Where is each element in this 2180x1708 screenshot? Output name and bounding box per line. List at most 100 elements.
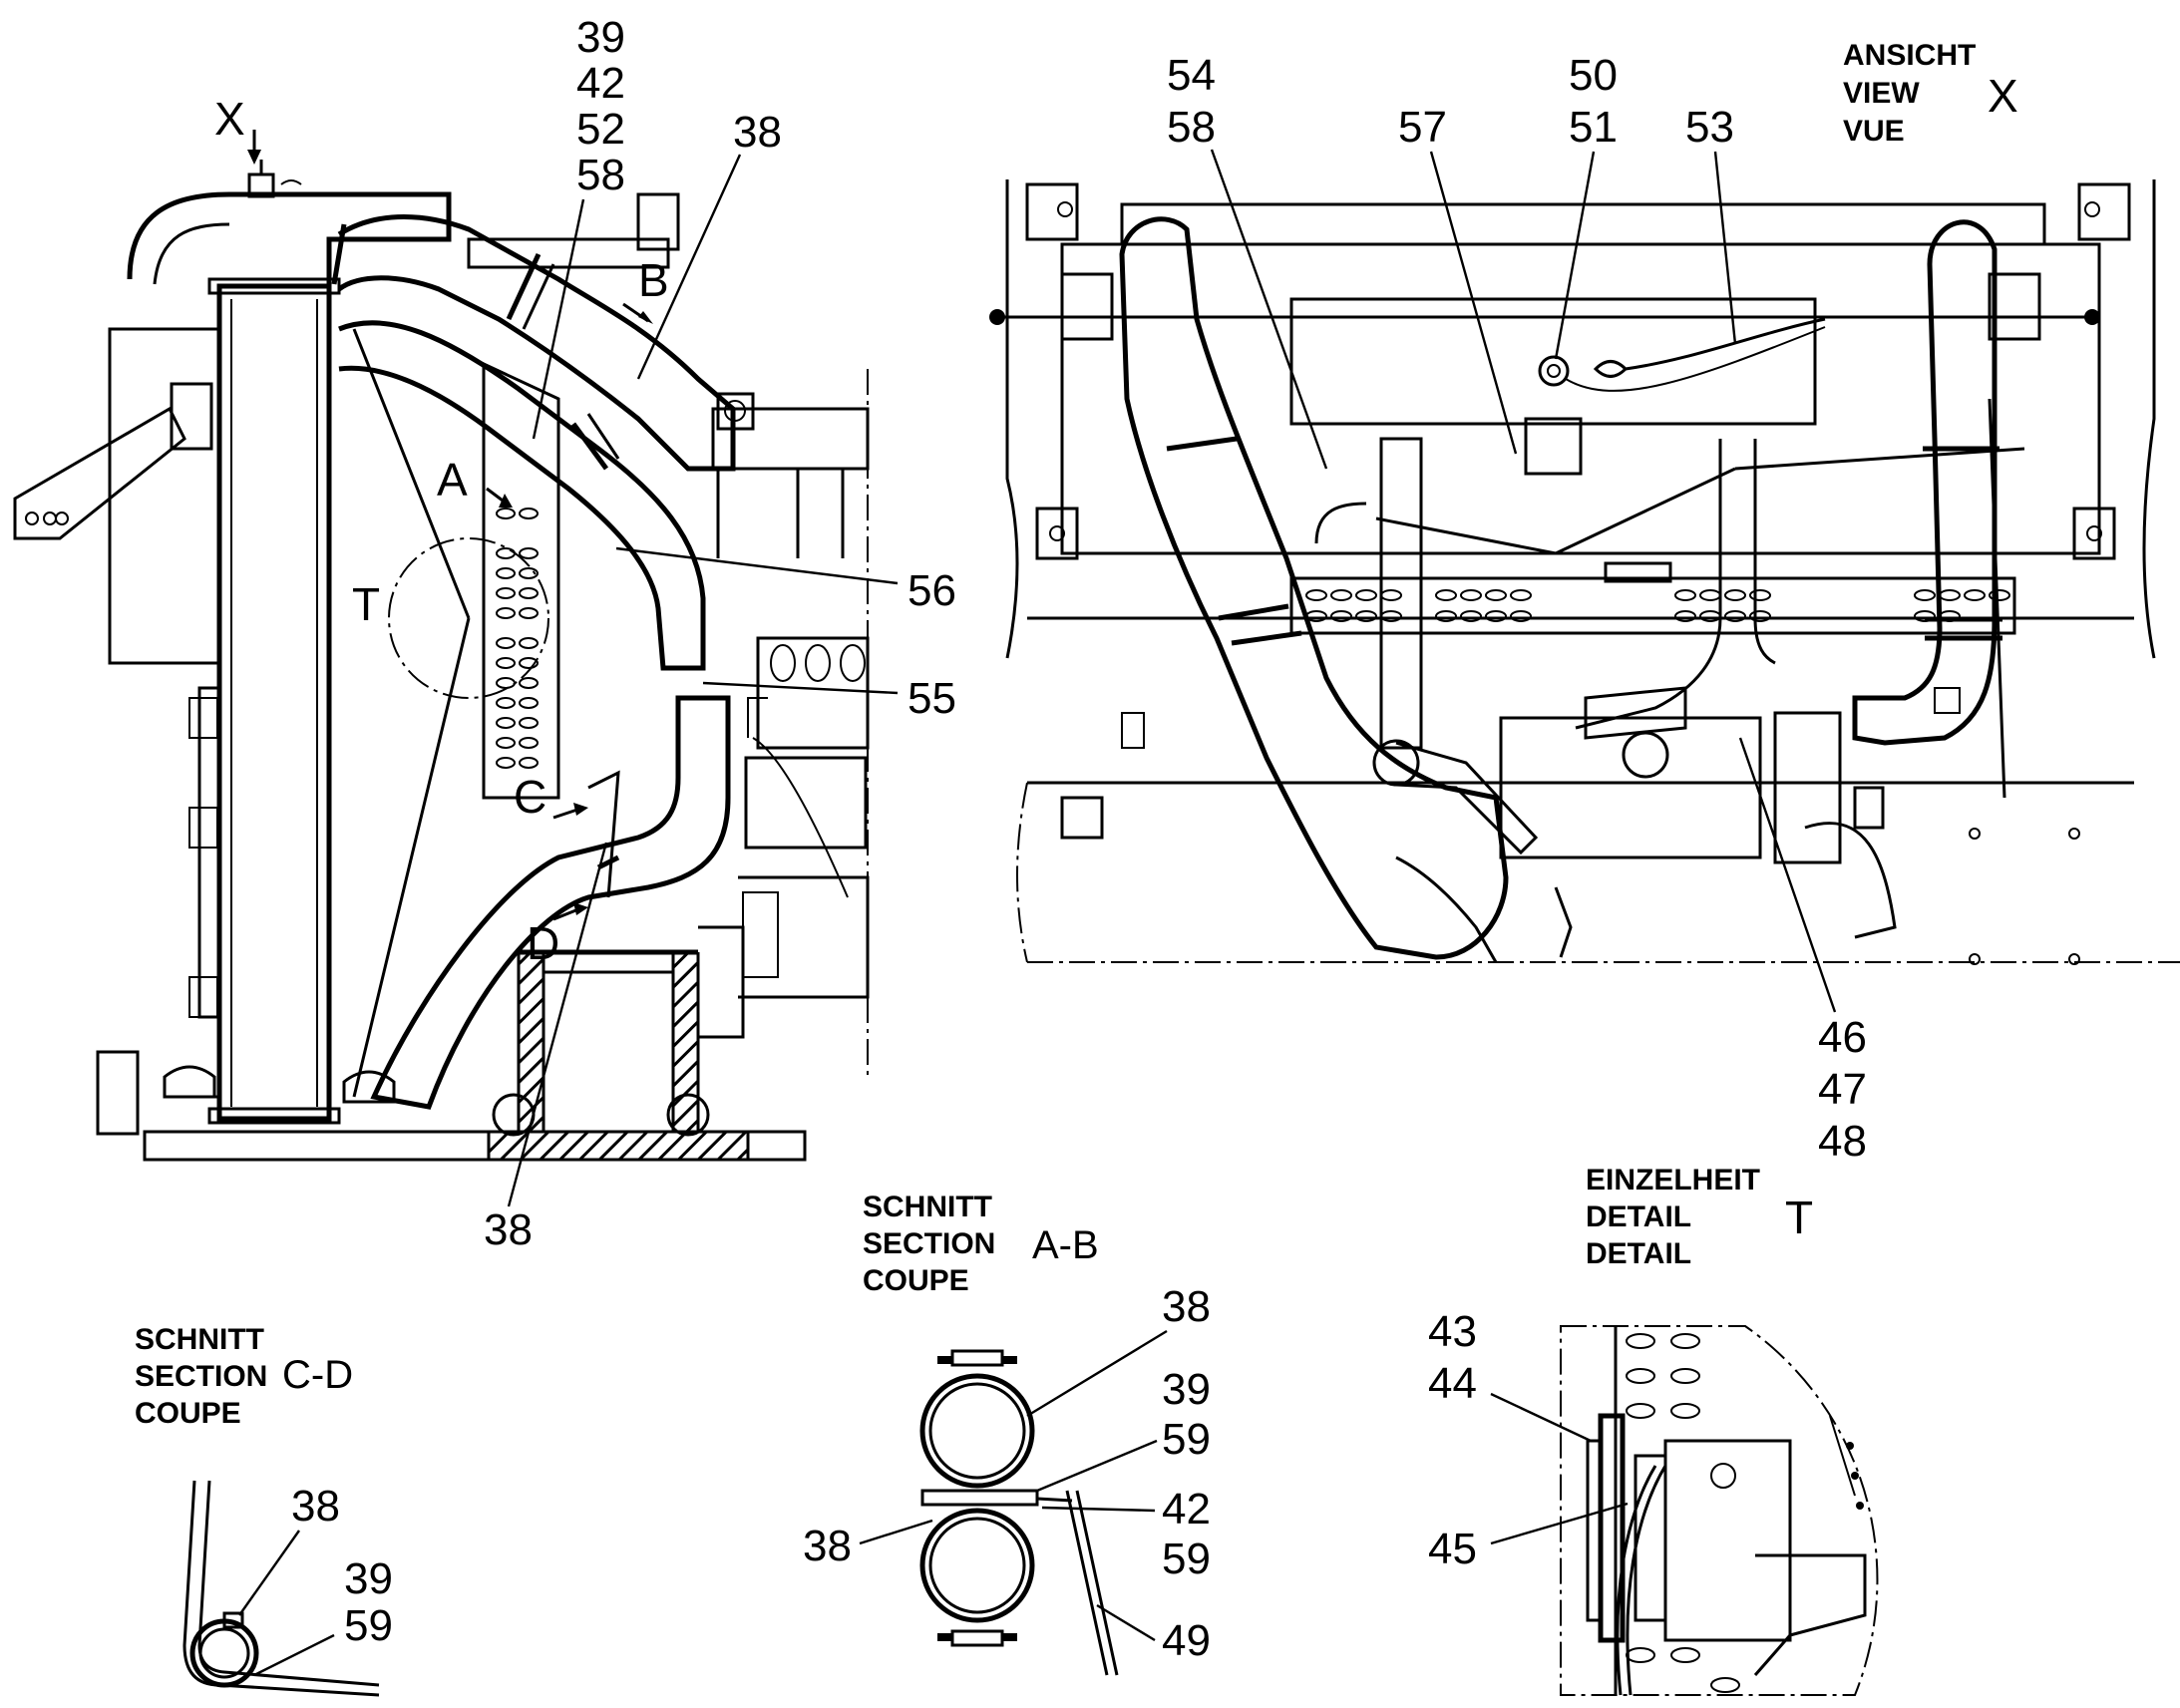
clamp-screw — [950, 1349, 1004, 1367]
center-column — [1379, 437, 1423, 750]
leader-57 — [1429, 151, 1518, 455]
leader-56 — [615, 546, 899, 585]
left-support-leg — [517, 952, 545, 1134]
fixing-point — [989, 309, 1005, 325]
cooler-plate — [482, 361, 560, 800]
section-ab-title-line1: SCHNITT — [863, 1191, 992, 1223]
callout-ab-49: 49 — [1162, 1616, 1211, 1665]
detail-t-circle — [388, 537, 549, 699]
section-ab-title-line2: SECTION — [863, 1227, 995, 1260]
callout-51: 51 — [1569, 103, 1618, 152]
view-x: ANSICHT VIEW VUE X 54 58 57 50 51 53 46 … — [989, 39, 2180, 1166]
leader-50-51 — [1554, 151, 1596, 360]
lower-coolant-hose — [370, 695, 731, 1110]
detail-t-title-line3: DETAIL — [1586, 1237, 1691, 1270]
ab-upper-hose — [919, 1373, 1035, 1489]
section-cd-code: C-D — [282, 1353, 353, 1397]
view-x-title-line2: VIEW — [1843, 77, 1920, 110]
callout-42: 42 — [576, 59, 625, 108]
leader-ab-49 — [1096, 1603, 1156, 1642]
section-cd: SCHNITT SECTION COUPE C-D 38 39 59 — [135, 1323, 393, 1697]
hose-clamp — [570, 422, 609, 471]
hose-clamp — [1218, 603, 1289, 621]
section-letter-b: B — [638, 254, 669, 306]
right-charge-air-pipe — [1852, 219, 1998, 746]
expansion-bottle — [1988, 272, 2041, 341]
view-x-letter: X — [214, 93, 245, 145]
section-letter-d: D — [527, 917, 559, 969]
callout-58: 58 — [576, 151, 625, 199]
hose-clamp — [506, 252, 542, 321]
callout-ab-38-top: 38 — [1162, 1282, 1211, 1331]
callout-56: 56 — [908, 566, 956, 615]
callout-52: 52 — [576, 105, 625, 154]
leader-ab-38-top — [1026, 1329, 1168, 1418]
section-ab-title-line3: COUPE — [863, 1264, 969, 1297]
hatched-base — [487, 1130, 750, 1162]
left-charge-air-pipe — [1119, 216, 1509, 960]
section-cd-title-line2: SECTION — [135, 1360, 267, 1393]
radiator-core — [216, 283, 332, 1122]
leader-55 — [702, 681, 899, 695]
callout-38-top: 38 — [733, 108, 782, 157]
callout-ab-39: 39 — [1162, 1365, 1211, 1414]
mount-foot — [666, 1093, 710, 1137]
section-letter-c: C — [514, 771, 546, 823]
ab-bracket — [920, 1489, 1039, 1507]
callout-t-44: 44 — [1428, 1359, 1477, 1408]
callout-t-43: 43 — [1428, 1307, 1477, 1356]
detail-t-boundary — [1560, 1325, 1879, 1696]
callout-38-bottom: 38 — [484, 1205, 533, 1254]
callout-58: 58 — [1167, 103, 1216, 152]
front-block — [96, 1050, 140, 1136]
leader-cd-38 — [238, 1530, 300, 1616]
ab-lower-hose — [919, 1508, 1035, 1623]
leader-t-43-44 — [1490, 1392, 1592, 1443]
expansion-bottle — [1060, 272, 1114, 341]
leader-39-42-52-58 — [532, 198, 585, 440]
slotted-bar — [1289, 576, 2016, 635]
view-x-title-letter: X — [1988, 70, 2018, 122]
callout-cd-38: 38 — [291, 1482, 340, 1531]
expansion-tank — [127, 191, 452, 289]
side-view: X A B C D T 39 42 52 58 38 56 55 38 — [13, 13, 956, 1254]
callout-54: 54 — [1167, 51, 1216, 100]
callout-47: 47 — [1818, 1065, 1867, 1114]
leader-38-bottom — [507, 842, 608, 1207]
base-frame — [143, 1130, 807, 1162]
callout-ab-59-b: 59 — [1162, 1535, 1211, 1583]
leader-ab-39-59 — [1036, 1439, 1158, 1493]
section-ab: SCHNITT SECTION COUPE A-B 38 39 59 42 59… — [803, 1191, 1211, 1676]
view-x-title-line1: ANSICHT — [1843, 39, 1976, 72]
leader-46-47-48 — [1738, 737, 1837, 1013]
fan-shroud — [108, 327, 221, 665]
lifting-bracket — [13, 406, 186, 540]
section-cd-title-line3: COUPE — [135, 1397, 241, 1430]
callout-ab-38-left: 38 — [803, 1522, 852, 1570]
callout-ab-42: 42 — [1162, 1485, 1211, 1534]
callout-55: 55 — [908, 674, 956, 723]
detail-t-title-line2: DETAIL — [1586, 1200, 1691, 1233]
section-letter-a: A — [437, 454, 468, 506]
leader-ab-42-59 — [1041, 1506, 1156, 1513]
slot-pattern — [496, 508, 539, 769]
sensor-boss — [1538, 355, 1570, 387]
callout-39: 39 — [576, 13, 625, 62]
upper-charge-air-hose — [337, 214, 736, 472]
leader-38-top — [636, 154, 742, 380]
detail-t-fitting — [1663, 1439, 1792, 1642]
leader-t-45 — [1490, 1502, 1629, 1545]
detail-t: EINZELHEIT DETAIL DETAIL T 43 44 45 — [1428, 1164, 1879, 1696]
return-hose — [338, 320, 706, 671]
hose-clamp — [1166, 436, 1238, 452]
callout-50: 50 — [1569, 51, 1618, 100]
slot-pattern-view-x — [1305, 589, 2010, 622]
cd-hose-section — [189, 1618, 259, 1688]
section-ab-code: A-B — [1032, 1223, 1099, 1267]
callout-46: 46 — [1818, 1013, 1867, 1062]
callout-cd-39: 39 — [344, 1554, 393, 1603]
engine-manifold — [1499, 716, 1762, 859]
fixing-point — [2084, 309, 2100, 325]
engine-block — [698, 392, 870, 1039]
